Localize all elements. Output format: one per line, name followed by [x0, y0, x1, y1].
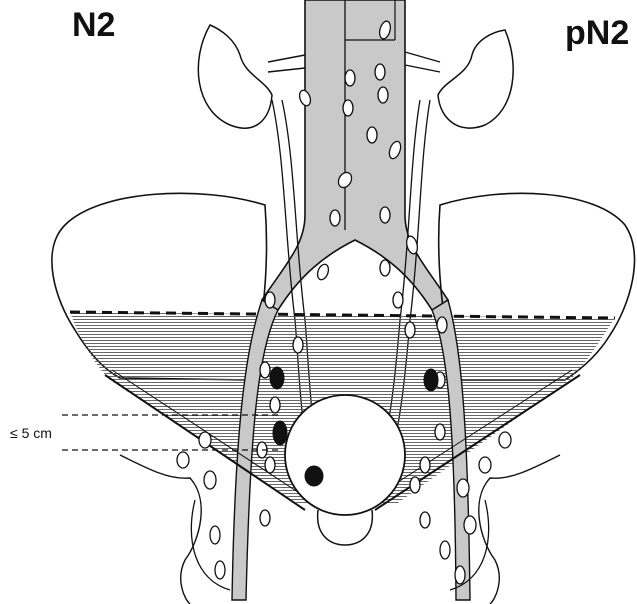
left-kidney	[198, 25, 272, 128]
left-renal-vessel	[268, 55, 305, 72]
right-pubic-ramus	[479, 455, 560, 604]
measurement-label: ≤ 5 cm	[10, 425, 52, 441]
stage-label-n2: N2	[72, 6, 115, 45]
left-pubic-ramus	[120, 455, 201, 604]
stage-label-pn2: pN2	[565, 14, 629, 53]
bladder	[285, 395, 405, 515]
right-renal-vessel	[405, 52, 440, 72]
right-kidney	[438, 30, 513, 128]
